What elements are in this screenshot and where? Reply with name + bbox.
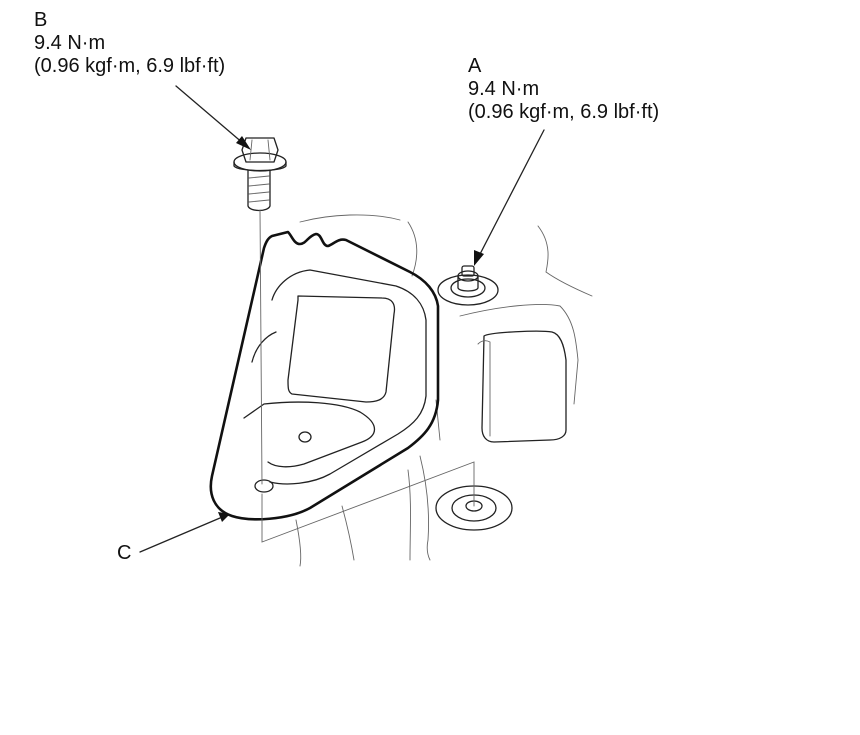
housing-block [477,330,567,443]
callout-a-torque: 9.4 N·m [468,78,540,100]
mount-boss-a [437,274,499,306]
callout-b: B 9.4 N·m (0.96 kgf·m, 6.9 lbf·ft) [34,9,225,78]
callout-b-letter: B [34,9,48,31]
leader-arrows [139,85,545,553]
callout-a-letter: A [468,55,482,77]
guide-lines [259,209,475,543]
cover-plate-c [209,230,440,521]
callout-b-torque: 9.4 N·m [34,32,106,54]
callout-b-torque-alt: (0.96 kgf·m, 6.9 lbf·ft) [34,55,226,77]
callout-c-letter: C [117,542,132,564]
housing-outline [295,214,593,567]
callout-a: A 9.4 N·m (0.96 kgf·m, 6.9 lbf·ft) [468,55,659,124]
bolt-b [233,137,287,212]
callout-a-torque-alt: (0.96 kgf·m, 6.9 lbf·ft) [468,101,660,123]
bolt-a [457,265,479,292]
callout-c: C [117,542,131,565]
